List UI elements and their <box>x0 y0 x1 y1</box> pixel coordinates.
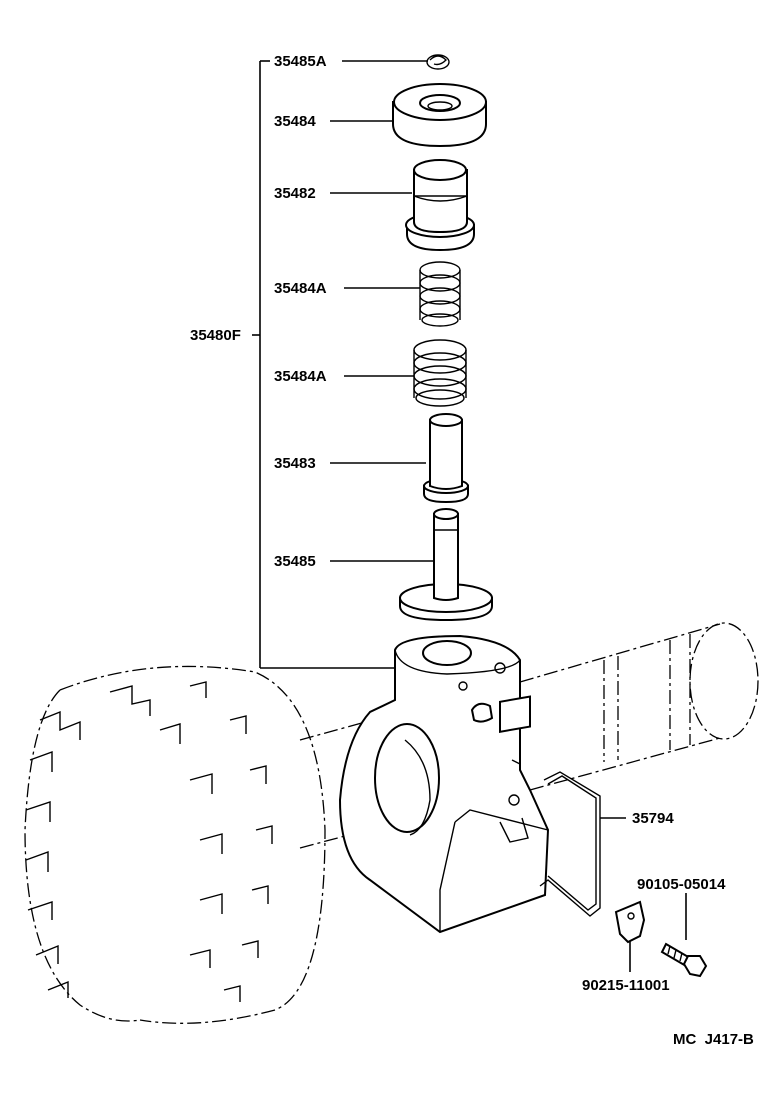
callout-90105-05014: 90105-05014 <box>637 876 726 893</box>
retainer-ring-part <box>392 83 487 148</box>
callout-90215-11001: 90215-11001 <box>582 977 670 994</box>
gear-drum-outline <box>24 665 326 1024</box>
plunger-rod-part <box>399 508 493 622</box>
callout-35484A-small-spring: 35484A <box>274 280 327 297</box>
callout-labels: 35485A 35484 35482 35484A 35480F 35484A … <box>190 53 754 1048</box>
bolt-part <box>660 942 708 978</box>
shaft-outline <box>299 622 759 849</box>
sleeve-part <box>423 413 469 504</box>
callout-35484A-large-spring: 35484A <box>274 368 327 385</box>
callout-35485A: 35485A <box>274 53 327 70</box>
pump-housing <box>338 634 550 934</box>
callout-35794: 35794 <box>632 810 674 827</box>
wire-clip-part <box>539 771 601 917</box>
callout-35484: 35484 <box>274 113 316 130</box>
lock-plate-part <box>614 900 646 944</box>
clip-part <box>426 54 450 70</box>
leader-lines <box>330 60 687 972</box>
large-spring-part <box>413 339 467 407</box>
callout-35480F: 35480F <box>190 327 241 344</box>
small-spring-part <box>419 261 461 327</box>
callout-35482: 35482 <box>274 185 316 202</box>
callout-35485: 35485 <box>274 553 316 570</box>
assembly-bracket <box>252 60 400 669</box>
figure-code: MC J417-B <box>673 1031 754 1048</box>
piston-cup-part <box>405 159 475 252</box>
callout-35483: 35483 <box>274 455 316 472</box>
